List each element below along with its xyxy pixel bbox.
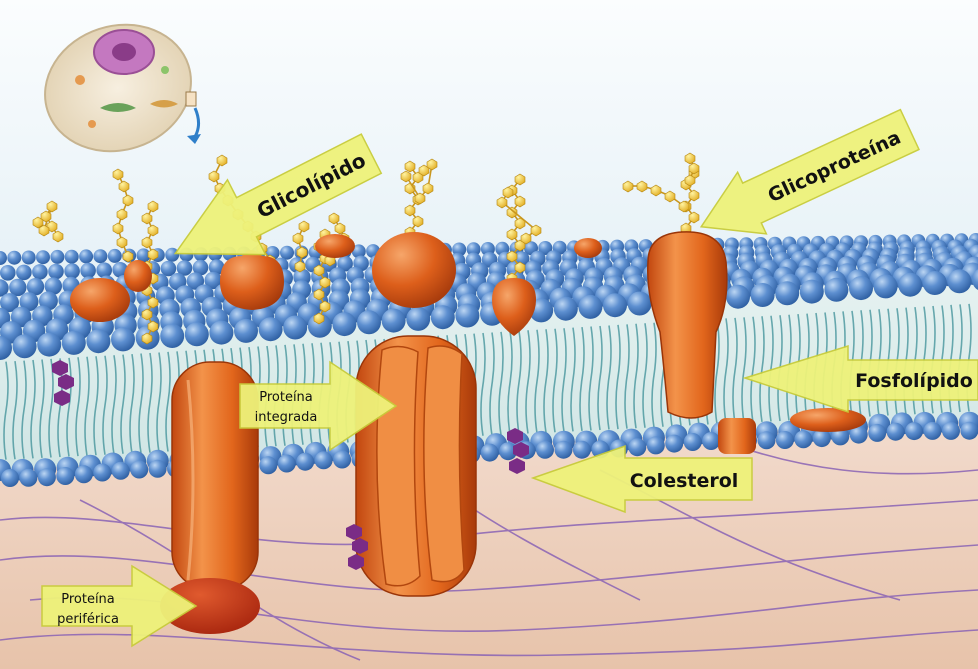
- proteina-periferica-text-2: periférica: [57, 612, 119, 627]
- integral-protein-channel: [356, 336, 476, 596]
- colesterol-text: Colesterol: [630, 470, 739, 492]
- fosfolipido-text: Fosfolípido: [855, 370, 973, 392]
- proteina-integrada-text-2: integrada: [255, 410, 318, 425]
- proteina-integrada-text-1: Proteína: [259, 390, 313, 405]
- proteina-periferica-text-1: Proteína: [61, 592, 115, 607]
